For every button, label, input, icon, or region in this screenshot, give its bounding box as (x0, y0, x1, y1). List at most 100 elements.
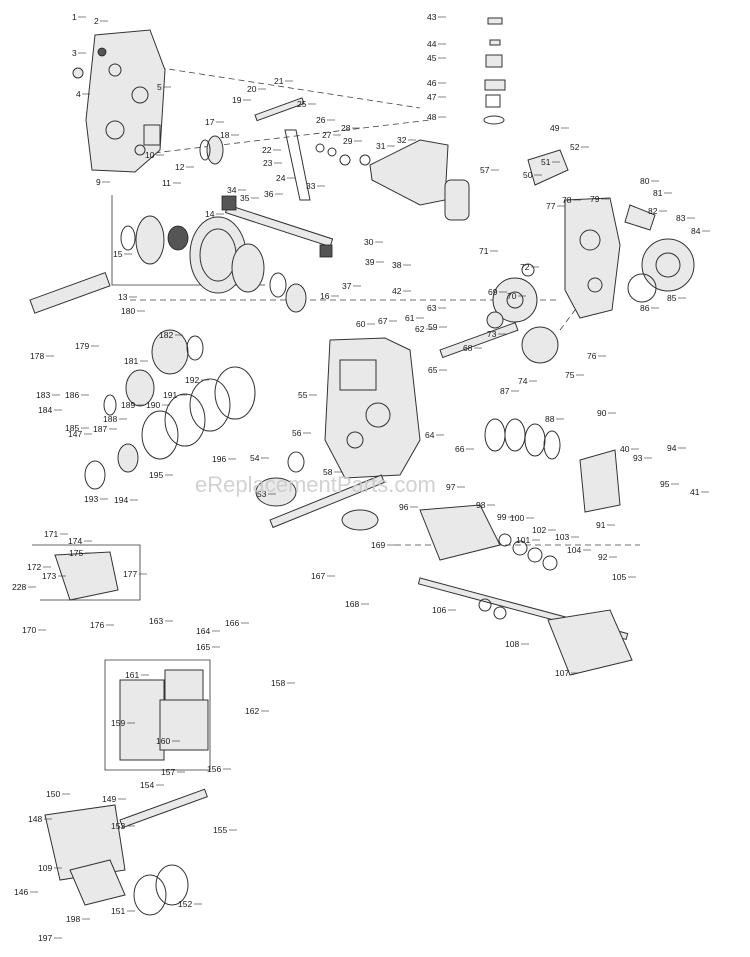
callout-number: 13 (118, 292, 128, 302)
callout-85: 85 (667, 293, 686, 303)
callout-159: 159 (111, 718, 135, 728)
seal (143, 124, 161, 146)
callout-number: 195 (149, 470, 163, 480)
callout-99: 99 (497, 512, 516, 522)
callout-number: 191 (163, 390, 177, 400)
callout-186: 186 (65, 390, 89, 400)
callout-number: 147 (68, 429, 82, 439)
callout-181: 181 (124, 356, 148, 366)
shaft-168 (269, 474, 385, 529)
callout-26: 26 (316, 115, 335, 125)
callout-number: 32 (397, 135, 407, 145)
callout-number: 48 (427, 112, 437, 122)
callout-number: 14 (205, 209, 215, 219)
callout-84: 84 (691, 226, 710, 236)
callout-173: 173 (42, 571, 66, 581)
gear-16 (285, 283, 307, 313)
callout-number: 27 (322, 130, 332, 140)
callout-62: 62 (415, 324, 434, 334)
valve-block (527, 149, 569, 186)
callout-number: 166 (225, 618, 239, 628)
callout-51: 51 (541, 157, 560, 167)
callout-165: 165 (196, 642, 220, 652)
callout-number: 38 (392, 260, 402, 270)
callout-44: 44 (427, 39, 446, 49)
callout-number: 167 (311, 571, 325, 581)
callout-104: 104 (567, 545, 591, 555)
clutch-pack (484, 418, 621, 513)
callout-number: 49 (550, 123, 560, 133)
callout-number: 77 (546, 201, 556, 211)
callout-157: 157 (161, 767, 185, 777)
callout-number: 19 (232, 95, 242, 105)
callout-40: 40 (620, 444, 639, 454)
callout-41: 41 (690, 487, 709, 497)
callout-57: 57 (480, 165, 499, 175)
callout-number: 196 (212, 454, 226, 464)
callout-number: 79 (590, 194, 600, 204)
callout-22: 22 (262, 145, 281, 155)
callout-77: 77 (546, 201, 565, 211)
callout-number: 170 (22, 625, 36, 635)
callout-number: 87 (500, 386, 510, 396)
callout-11: 11 (162, 178, 181, 188)
callout-100: 100 (510, 513, 534, 523)
callout-number: 3 (72, 48, 77, 58)
callout-number: 30 (364, 237, 374, 247)
callout-number: 45 (427, 53, 437, 63)
callout-190: 190 (146, 400, 170, 410)
callout-86: 86 (640, 303, 659, 313)
callout-number: 75 (565, 370, 575, 380)
callout-number: 228 (12, 582, 26, 592)
callout-number: 93 (633, 453, 643, 463)
callout-52: 52 (570, 142, 589, 152)
callout-48: 48 (427, 112, 446, 122)
callout-number: 109 (38, 863, 52, 873)
callout-109: 109 (38, 863, 62, 873)
callout-number: 12 (175, 162, 185, 172)
callout-64: 64 (425, 430, 444, 440)
callout-176: 176 (90, 620, 114, 630)
callout-number: 148 (28, 814, 42, 824)
callout-69: 69 (488, 287, 507, 297)
callout-106: 106 (432, 605, 456, 615)
callout-103: 103 (555, 532, 579, 542)
left-gear-stack (29, 271, 256, 490)
diff-case (135, 215, 165, 265)
callout-49: 49 (550, 123, 569, 133)
callout-number: 169 (371, 540, 385, 550)
callout-number: 63 (427, 303, 437, 313)
callout-number: 198 (66, 914, 80, 924)
callout-number: 187 (93, 424, 107, 434)
callout-17: 17 (205, 117, 224, 127)
callout-72: 72 (520, 262, 539, 272)
callout-number: 46 (427, 78, 437, 88)
callout-number: 88 (545, 414, 555, 424)
callout-174: 174 (68, 536, 92, 546)
callout-55: 55 (298, 390, 317, 400)
gear-18 (206, 135, 224, 165)
callout-158: 158 (271, 678, 295, 688)
callout-number: 55 (298, 390, 308, 400)
callout-number: 67 (378, 316, 388, 326)
callout-number: 97 (446, 482, 456, 492)
callout-67: 67 (378, 316, 397, 326)
callout-number: 175 (69, 548, 83, 558)
callout-39: 39 (365, 257, 384, 267)
pump-assembly (417, 504, 633, 676)
callout-number: 10 (145, 150, 155, 160)
callout-number: 60 (356, 319, 366, 329)
callout-192: 192 (185, 375, 209, 385)
callout-156: 156 (207, 764, 231, 774)
callout-number: 68 (463, 343, 473, 353)
callout-154: 154 (140, 780, 164, 790)
callout-number: 174 (68, 536, 82, 546)
callout-94: 94 (667, 443, 686, 453)
callout-65: 65 (428, 365, 447, 375)
callout-number: 50 (523, 170, 533, 180)
callout-number: 17 (205, 117, 215, 127)
callout-193: 193 (84, 494, 108, 504)
callout-number: 157 (161, 767, 175, 777)
callout-number: 24 (276, 173, 286, 183)
